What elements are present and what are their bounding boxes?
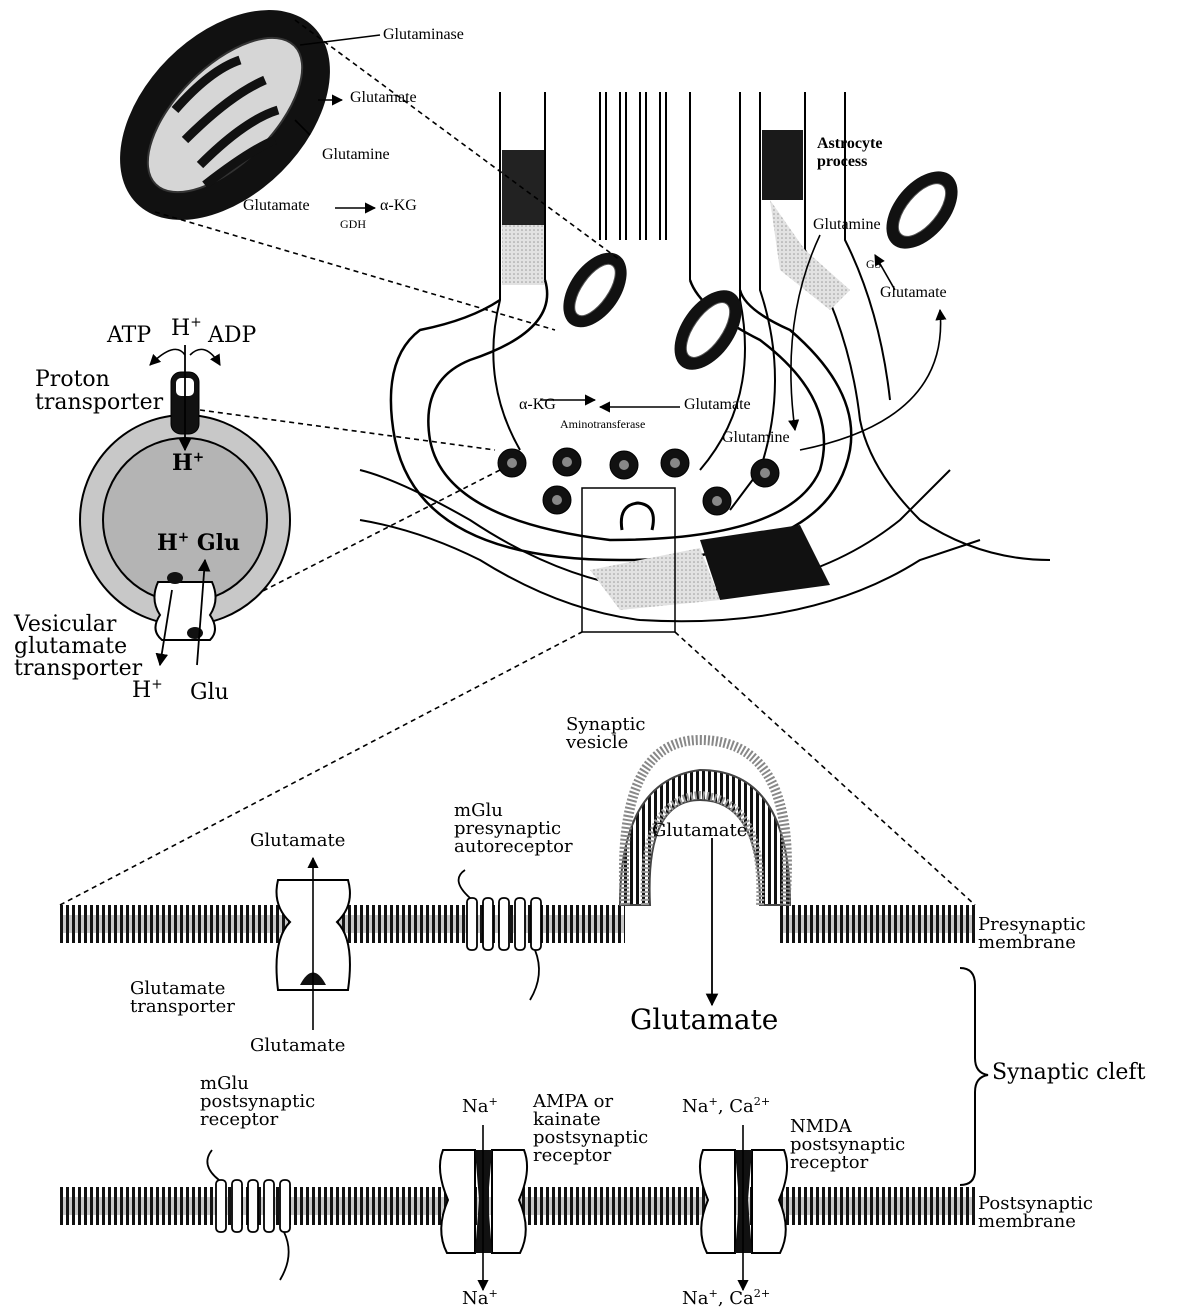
vgt-line-2: glutamate [14,636,142,658]
ampa-na-bottom-text: Na [462,1288,488,1309]
label-term-glutamate: Glutamate [684,397,751,413]
label-mito-glutamine: Glutamine [322,147,390,163]
nmda-bottom-ca-sup: 2+ [754,1287,770,1300]
ampa-kainate-receptor[interactable] [440,1125,527,1290]
vgt-line-3: transporter [14,658,142,680]
h-glu-h: H [157,530,178,556]
label-nmda: NMDA postsynaptic receptor [790,1118,905,1172]
label-mglu-presynaptic: mGlu presynaptic autoreceptor [454,802,573,856]
label-astro-glutamate: Glutamate [880,285,947,301]
h-glu-sup: + [178,530,189,546]
synaptic-vesicles [498,448,779,515]
nmda-top-ca-sup: 2+ [754,1095,770,1108]
label-nmda-ions-top: Na+, Ca2+ [682,1098,770,1116]
proton-line-1: Proton [35,368,163,391]
h-plus-top-sup: + [190,315,201,331]
nmda-top-na-sup: + [708,1095,717,1108]
label-akg: α-KG [519,397,556,413]
mglu-pre-line-3: autoreceptor [454,838,573,856]
h-glu-glu: Glu [197,530,240,556]
label-gdh-enzyme: GDH [340,218,366,230]
label-vesicle-h: H+ [172,452,204,474]
label-ampa: AMPA or kainate postsynaptic receptor [533,1093,648,1165]
astrocyte-line-2: process [817,153,882,171]
vgt-line-1: Vesicular [14,614,142,636]
docking-vesicle [621,503,653,530]
postsyn-line-2: membrane [978,1213,1093,1231]
label-h-glu: H+ Glu [157,532,240,554]
label-synaptic-vesicle: Synaptic vesicle [566,716,645,752]
label-atp: ATP [107,325,151,347]
label-proton-transporter: Proton transporter [35,368,163,414]
label-h-plus-top: H+ [171,318,202,340]
vgt-h-text: H [132,678,151,703]
label-postsynaptic-membrane: Postsynaptic membrane [978,1195,1093,1231]
nmda-bottom-ca: , Ca [718,1288,754,1309]
nmda-top-na: Na [682,1096,708,1117]
label-vgt-glu: Glu [190,682,229,704]
label-cleft-glutamate: Glutamate [630,1006,778,1034]
terminal-mitochondrion-1 [550,241,639,338]
vesicular-glutamate-transporter[interactable] [154,582,215,640]
vesicle-h-text: H [172,450,193,476]
label-mito-glutamate: Glutamate [350,90,417,106]
mglu-post-line-3: receptor [200,1111,315,1129]
label-ampa-na-top: Na+ [462,1098,498,1116]
vgt-h-sup: + [151,677,162,693]
nmda-line-3: receptor [790,1154,905,1172]
label-gdh-glutamate: Glutamate [243,198,310,214]
label-ampa-na-bottom: Na+ [462,1290,498,1308]
gt-line-2: transporter [130,998,235,1016]
astrocyte-mitochondrion [872,158,971,262]
label-aminotransferase: Aminotransferase [560,418,645,430]
label-glutaminase: Glutaminase [383,27,464,43]
h-plus-top-text: H [171,316,190,341]
label-term-glutamine: Glutamine [722,430,790,446]
ampa-na-bottom-sup: + [488,1287,497,1300]
label-vesicular-glutamate-transporter: Vesicular glutamate transporter [14,614,142,680]
ampa-na-top-sup: + [488,1095,497,1108]
label-synaptic-cleft: Synaptic cleft [992,1062,1145,1084]
label-mglu-postsynaptic: mGlu postsynaptic receptor [200,1075,315,1129]
astrocyte-line-1: Astrocyte [817,135,882,153]
label-astro-glutamine: Glutamine [813,217,881,233]
synaptic-cleft-brace [960,968,988,1185]
label-presynaptic-membrane: Presynaptic membrane [978,916,1086,952]
label-adp: ADP [208,325,256,347]
nmda-bottom-na-sup: + [708,1287,717,1300]
vesicle-h-sup: + [193,450,204,466]
label-vesicle-glutamate: Glutamate [652,822,747,840]
ampa-na-top-text: Na [462,1096,488,1117]
label-gs: GS [866,258,881,270]
nmda-bottom-na: Na [682,1288,708,1309]
nmda-receptor[interactable] [700,1125,787,1290]
presyn-line-2: membrane [978,934,1086,952]
label-astrocyte-process: Astrocyte process [817,135,882,172]
proton-line-2: transporter [35,391,163,414]
sv-line-2: vesicle [566,734,645,752]
label-gt-bottom: Glutamate [250,1037,345,1055]
label-gt-top: Glutamate [250,832,345,850]
label-nmda-ions-bottom: Na+, Ca2+ [682,1290,770,1308]
nmda-top-ca: , Ca [718,1096,754,1117]
ampa-line-4: receptor [533,1147,648,1165]
label-vgt-h: H+ [132,680,163,702]
label-glutamate-transporter: Glutamate transporter [130,980,235,1016]
large-mitochondrion [80,0,370,260]
label-gdh-akg: α-KG [380,198,417,214]
